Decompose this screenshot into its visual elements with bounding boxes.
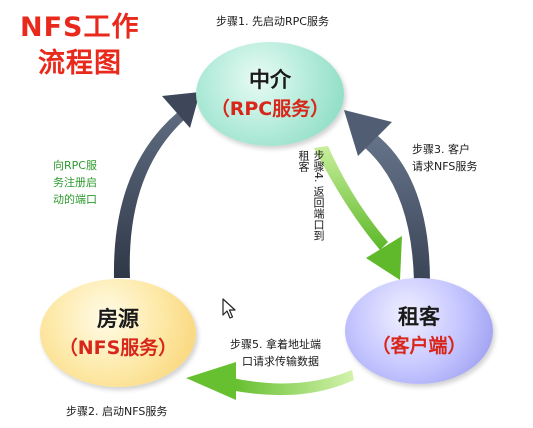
node-house: 房源 （NFS服务） <box>40 279 196 387</box>
node-tenant: 租客 （客户端） <box>345 278 493 384</box>
step-4-line-1: 步骤4. 返回端口到 <box>312 150 325 241</box>
node-center: 中介 （RPC服务） <box>196 42 344 146</box>
arrow-center-to-tenant <box>314 146 402 280</box>
title-line-1: NFS工作 <box>20 12 140 43</box>
step-5-line-1: 步骤5. 拿着地址端 <box>230 338 321 351</box>
register-port-label: 向RPC服 务注册启 动的端口 <box>53 157 97 208</box>
step-2-label: 步骤2. 启动NFS服务 <box>66 405 168 418</box>
arrow-tenant-to-center <box>344 110 430 282</box>
node-house-role: （NFS服务） <box>58 337 178 359</box>
mouse-cursor-icon <box>222 298 236 319</box>
step-3-line-2: 请求NFS服务 <box>412 160 478 173</box>
register-line-2: 务注册启 <box>53 176 97 189</box>
node-tenant-name: 租客 <box>398 305 440 329</box>
arrow-tenant-to-house <box>186 362 354 400</box>
register-line-3: 动的端口 <box>53 193 97 206</box>
diagram-title: NFS工作 流程图 <box>20 10 190 82</box>
node-tenant-role: （客户端） <box>371 335 467 357</box>
step-3-label: 步骤3. 客户 请求NFS服务 <box>412 141 477 175</box>
step-3-line-1: 步骤3. 客户 <box>412 143 470 156</box>
node-center-name: 中介 <box>249 68 291 92</box>
title-line-2: 流程图 <box>38 48 122 79</box>
step-5-label: 步骤5. 拿着地址端 口请求传输数据 <box>230 336 321 370</box>
step-4-line-2: 租客 <box>297 150 310 172</box>
step-5-line-2: 口请求传输数据 <box>242 355 319 368</box>
step-1-label: 步骤1. 先启动RPC服务 <box>216 15 329 28</box>
arrow-house-to-center <box>113 92 200 278</box>
step-4-label: 步骤4. 返回端口到 租客 <box>296 150 326 241</box>
register-line-1: 向RPC服 <box>53 159 97 172</box>
node-center-role: （RPC服务） <box>210 98 330 120</box>
node-house-name: 房源 <box>97 307 139 331</box>
